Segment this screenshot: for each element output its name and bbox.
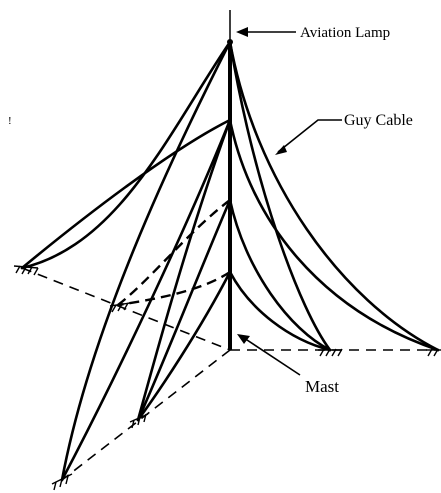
cable-level2-to-right-anchor: [228, 118, 440, 352]
cable-level3-to-right-anchor: [228, 198, 332, 352]
cable-level2-to-front-anchor: [60, 118, 232, 482]
mast-arrow-line: [243, 337, 301, 376]
ground-anchors: [13, 265, 441, 491]
cable-top-to-left-anchor: [20, 40, 232, 270]
annotation-leaders: [236, 27, 342, 376]
cable-level4-to-inner-anchor: [136, 270, 232, 422]
guy-cable-arrowhead: [275, 145, 287, 155]
anchor-mid-right: [318, 348, 343, 357]
cable-top-to-right-anchor: [228, 40, 440, 352]
cable-top-to-front-anchor: [60, 40, 232, 482]
guy-cables-top: [20, 40, 440, 482]
aviation-lamp-label: Aviation Lamp: [300, 25, 390, 41]
anchor-inner-front: [129, 413, 149, 429]
aviation-lamp-arrowhead: [236, 27, 248, 37]
mast-arrowhead: [237, 334, 250, 344]
cable-level2-to-left-anchor: [20, 118, 232, 270]
anchor-far-right: [426, 348, 441, 357]
guy-cables-level-3: [117, 198, 332, 422]
anchor-front: [51, 473, 73, 491]
anchor-back: [109, 302, 131, 313]
stray-mark: !: [8, 115, 12, 127]
cable-level3-to-inner-anchor: [136, 198, 232, 422]
cable-top-to-mid-anchor: [228, 40, 332, 352]
mast-label: Mast: [305, 377, 339, 396]
ground-line-left-to-base: [21, 267, 231, 351]
cable-level3-to-back-anchor: [117, 199, 231, 306]
guy-cable-label: Guy Cable: [344, 112, 413, 129]
cable-level2-to-inner-anchor: [136, 118, 232, 422]
guy-cables-level-2: [20, 118, 440, 482]
guy-cable-leader: [277, 119, 342, 153]
cable-level4-to-right-anchor: [228, 270, 332, 352]
guy-cables-level-4: [117, 270, 332, 422]
anchor-left: [13, 265, 39, 276]
